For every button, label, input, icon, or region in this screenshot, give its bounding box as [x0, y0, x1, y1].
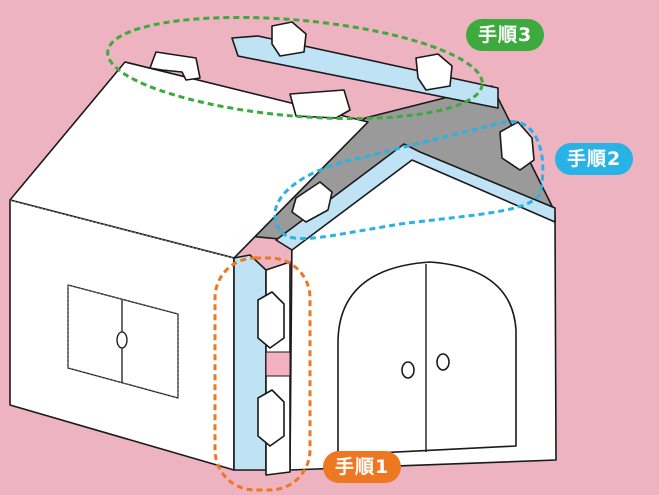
- step3-highlight: [106, 15, 484, 121]
- arched-door: [337, 261, 517, 456]
- corner-joint-tabs: [257, 291, 285, 447]
- gable-joint-tabs: [291, 121, 535, 223]
- step2-badge: 手順2: [555, 143, 634, 175]
- step1-badge: 手順1: [323, 451, 402, 483]
- step3-badge: 手順3: [466, 19, 545, 51]
- step1-highlight: [213, 256, 312, 492]
- step2-highlight: [273, 120, 545, 240]
- roof-top-tabs: [149, 21, 453, 119]
- window: [67, 284, 179, 399]
- ridge-blue-board: [231, 35, 499, 109]
